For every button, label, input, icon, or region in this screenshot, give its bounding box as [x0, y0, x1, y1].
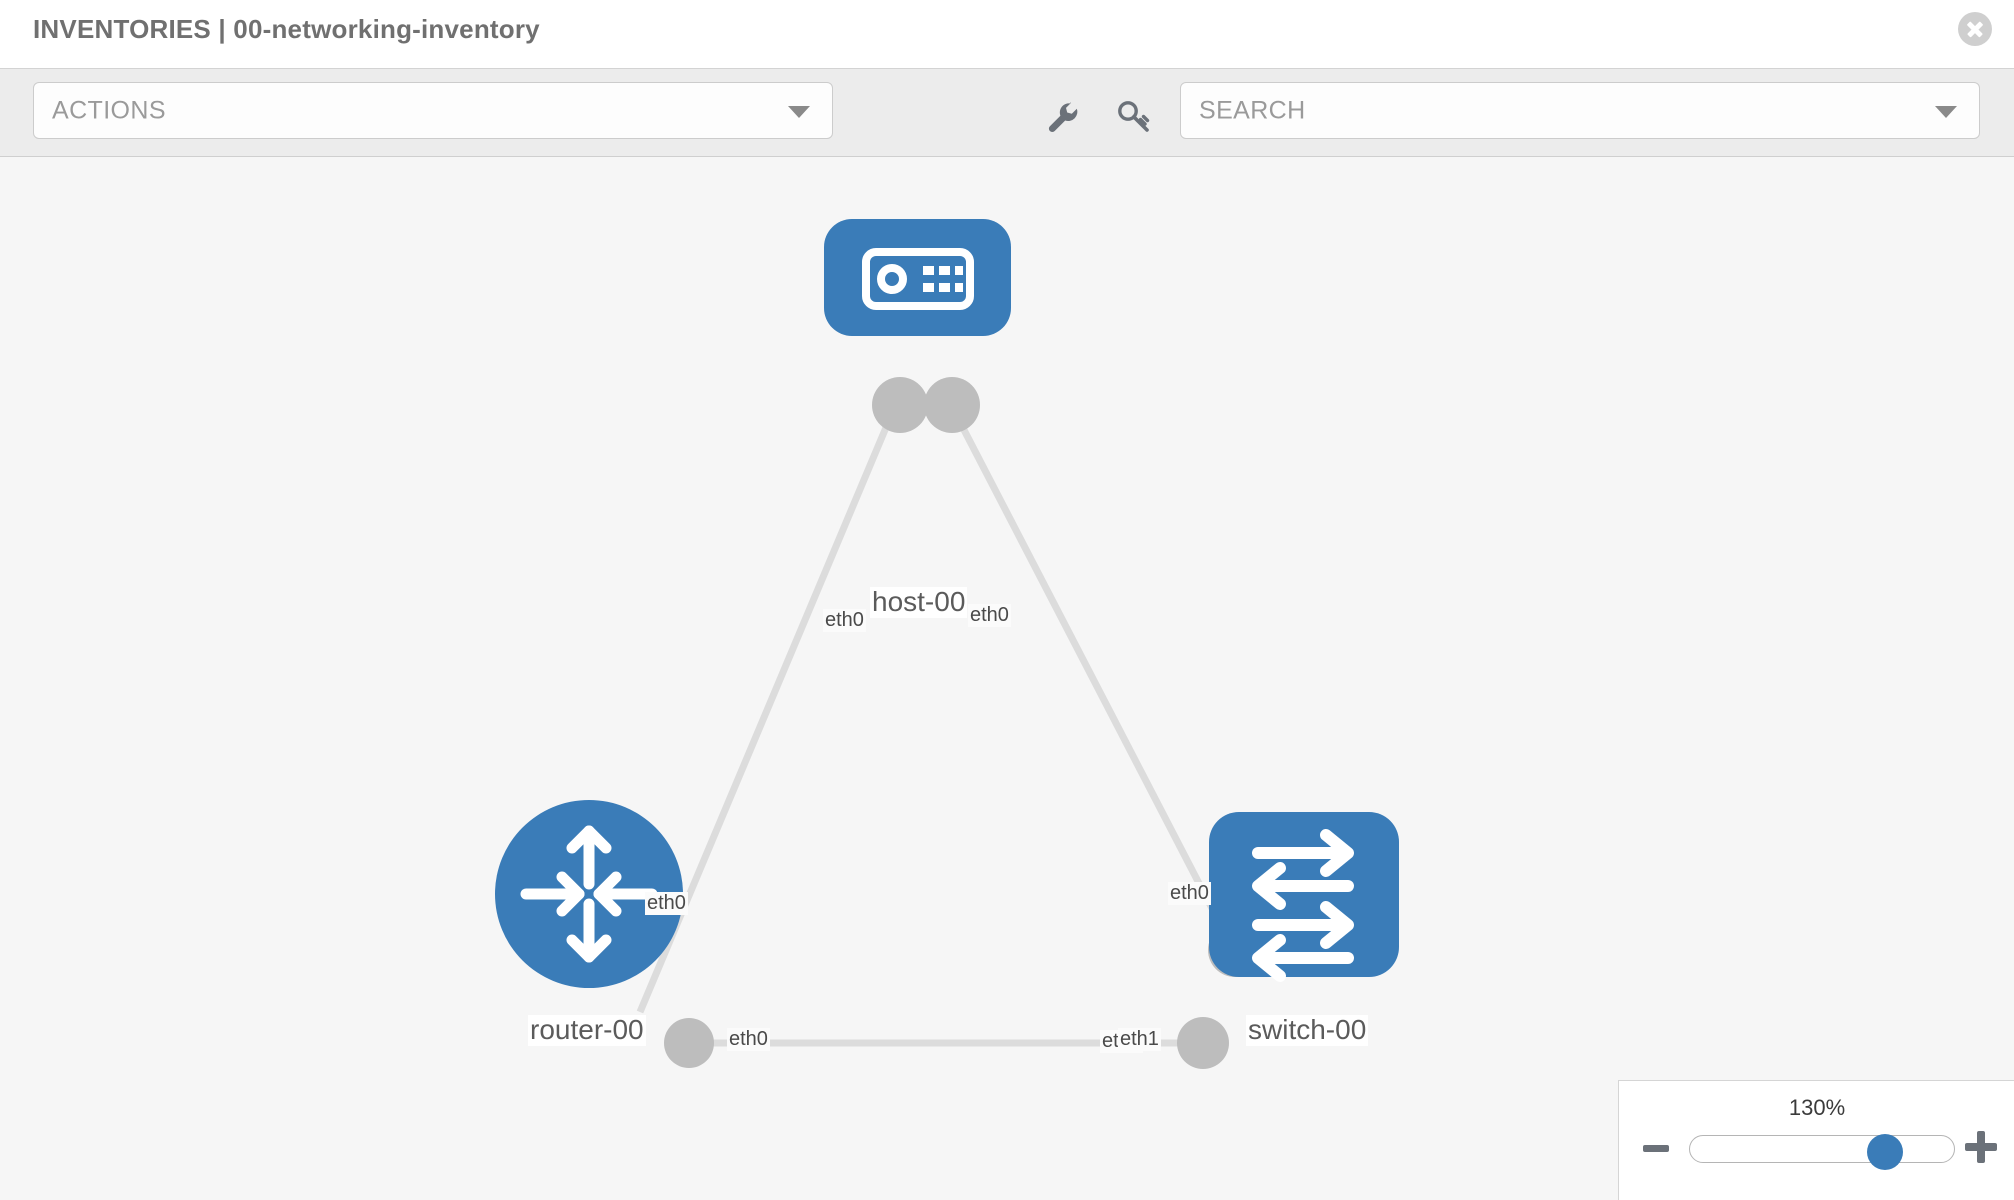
topology-graph: [495, 219, 1399, 1069]
edge-host-switch: [944, 397, 1236, 949]
actions-dropdown[interactable]: ACTIONS: [33, 82, 833, 139]
page-title: INVENTORIES | 00-networking-inventory: [33, 14, 540, 44]
node-label-switch-00[interactable]: switch-00: [1246, 1014, 1369, 1046]
server-icon: [862, 248, 974, 310]
iface-label-host-eth0-left: eth0: [823, 609, 866, 632]
iface-label-switch-eth0-uplink: eth0: [1168, 882, 1211, 905]
connector-host-eth0-right: [924, 377, 980, 433]
zoom-in-button[interactable]: [1965, 1131, 1997, 1163]
actions-dropdown-label: ACTIONS: [52, 96, 166, 124]
node-router-00: [495, 800, 683, 988]
chevron-down-icon: [788, 105, 810, 118]
key-icon[interactable]: [1112, 95, 1156, 139]
page-header: INVENTORIES | 00-networking-inventory: [0, 0, 2014, 68]
switch-icon: [1252, 829, 1354, 982]
topology-connectors: [664, 377, 1262, 1069]
router-icon: [520, 825, 658, 963]
zoom-level-value: 130%: [1788, 1095, 1846, 1120]
node-label-host-00[interactable]: host-00: [870, 586, 968, 618]
node-switch-00: [1209, 812, 1399, 982]
connector-host-eth0-left: [872, 377, 928, 433]
topology-edges: [636, 397, 1236, 1047]
iface-label-router-eth0-uplink: eth0: [645, 892, 688, 915]
wrench-icon[interactable]: [1040, 95, 1084, 139]
zoom-out-button[interactable]: [1643, 1145, 1669, 1152]
zoom-slider-row: [1619, 1129, 2014, 1173]
iface-label-switch-eth1: eth1: [1118, 1028, 1161, 1051]
close-icon[interactable]: [1958, 12, 1992, 46]
iface-label-router-eth0: eth0: [727, 1028, 770, 1051]
search-dropdown[interactable]: SEARCH: [1180, 82, 1980, 139]
zoom-slider-track[interactable]: [1689, 1134, 1955, 1170]
zoom-control: 130%: [1618, 1080, 2014, 1200]
topology-canvas[interactable]: host-00 router-00 switch-00 eth0 eth0 et…: [0, 157, 2014, 1200]
node-host-00: [824, 219, 1011, 336]
connector-switch-eth1: [1177, 1017, 1229, 1069]
connector-router-eth0: [664, 1018, 714, 1068]
search-input-placeholder: SEARCH: [1199, 96, 1306, 124]
node-label-router-00[interactable]: router-00: [528, 1014, 646, 1046]
zoom-slider-thumb[interactable]: [1867, 1134, 1903, 1170]
iface-label-host-eth0-right: eth0: [968, 604, 1011, 627]
toolbar: ACTIONS SEARCH: [0, 68, 2014, 157]
chevron-down-icon: [1935, 105, 1957, 118]
